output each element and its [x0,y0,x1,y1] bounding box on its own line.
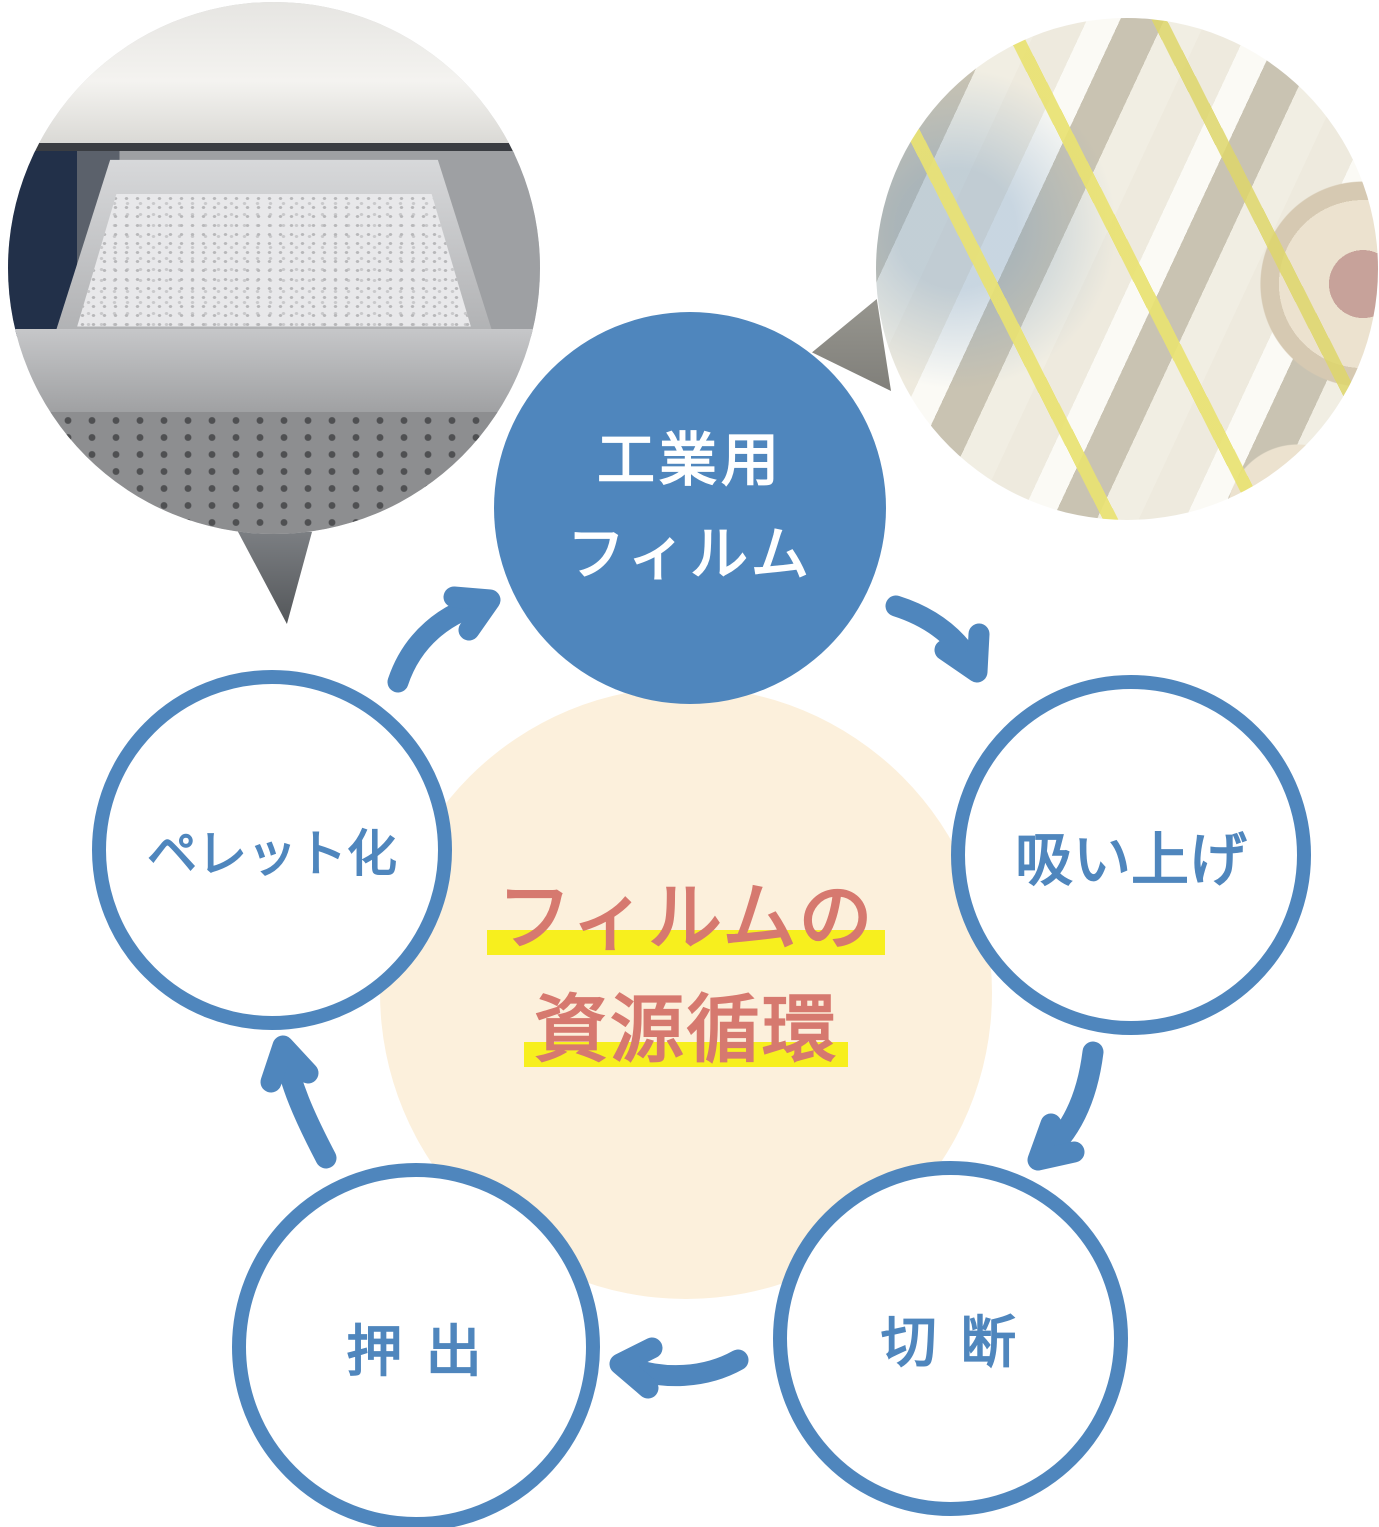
node-pelletizing: ペレット化 [92,670,452,1030]
pellets-photo-pellets [77,193,471,327]
pellets-photo-perforated-plate [8,411,540,534]
node-extrusion: 押 出 [232,1163,600,1527]
pellets-photo-tray-body [8,329,540,415]
node-industrial-film-label-line2: フィルム [567,522,813,587]
pellets-photo-tail [236,528,312,624]
arrow-extrusion-to-pelletizing-icon [260,1035,337,1169]
film-rolls-photo [876,18,1378,520]
node-suction: 吸い上げ [951,675,1311,1035]
arrow-suction-to-cutting-icon [1027,1041,1104,1171]
node-suction-label: 吸い上げ [1014,828,1247,893]
node-cutting: 切 断 [773,1161,1128,1516]
center-title-line2: 資源循環 [524,988,848,1071]
node-cutting-label: 切 断 [880,1311,1021,1374]
pellets-photo-fluff [8,2,540,146]
arrow-film-to-suction-icon [885,595,990,683]
pellets-photo-seam [8,142,540,154]
node-pelletizing-label: ペレット化 [147,826,397,882]
arrow-pelletizing-to-film-icon [387,586,501,693]
node-extrusion-label: 押 出 [346,1319,486,1383]
node-industrial-film-label-line1: 工業用 [596,428,783,493]
center-title: フィルムの 資源循環 [380,862,992,1086]
node-industrial-film: 工業用 フィルム [494,312,886,704]
center-title-line1: フィルムの [487,876,885,959]
pellets-photo [8,2,540,534]
arrow-cutting-to-extrusion-icon [609,1337,749,1399]
